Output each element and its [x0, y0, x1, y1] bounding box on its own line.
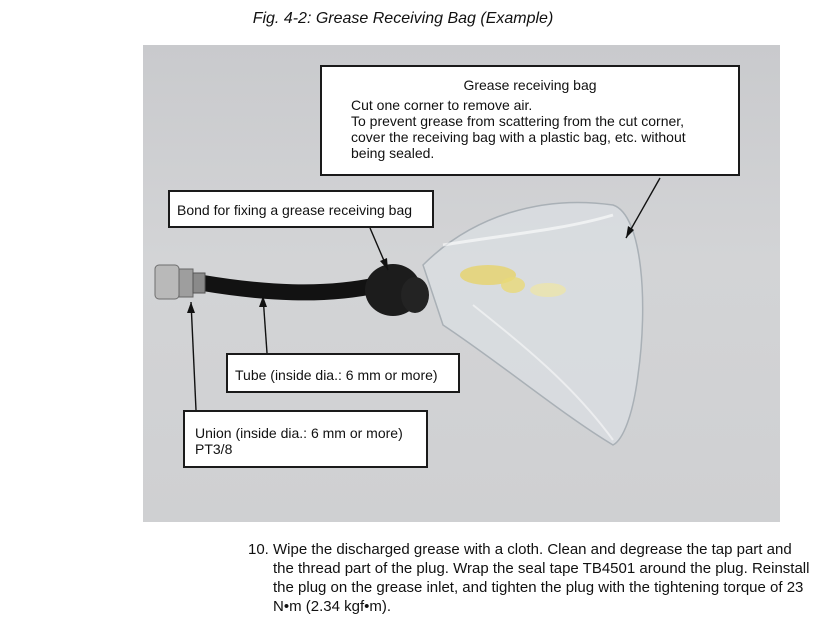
- callout-union-line-2: PT3/8: [195, 441, 233, 457]
- callout-bag-line-2: To prevent grease from scattering from t…: [351, 113, 685, 129]
- union-fitting: [154, 264, 180, 300]
- figure-caption: Fig. 4-2: Grease Receiving Bag (Example): [252, 10, 554, 27]
- callout-tube: Tube (inside dia.: 6 mm or more): [226, 353, 460, 393]
- step-text: Wipe the discharged grease with a cloth.…: [273, 541, 810, 615]
- plastic-bag: [422, 201, 644, 446]
- callout-bag-line-1: Cut one corner to remove air.: [351, 97, 533, 113]
- callout-tube-text: Tube (inside dia.: 6 mm or more): [235, 367, 438, 383]
- callout-bond: Bond for fixing a grease receiving bag: [168, 190, 434, 228]
- callout-union-line-1: Union (inside dia.: 6 mm or more): [195, 425, 403, 441]
- step-number: 10.: [248, 541, 269, 558]
- photo-illustration: [154, 201, 644, 446]
- callout-bag-line-4: being sealed.: [351, 145, 435, 161]
- callout-bag-line-3: cover the receiving bag with a plastic b…: [351, 129, 686, 145]
- callout-bag-title: Grease receiving bag: [463, 77, 597, 93]
- black-tube: [195, 275, 386, 301]
- callout-bond-text: Bond for fixing a grease receiving bag: [177, 202, 413, 218]
- callout-union: Union (inside dia.: 6 mm or more) PT3/8: [183, 410, 428, 468]
- grease-blob: [460, 265, 516, 285]
- callout-grease-receiving-bag: Grease receiving bag Cut one corner to r…: [320, 65, 740, 176]
